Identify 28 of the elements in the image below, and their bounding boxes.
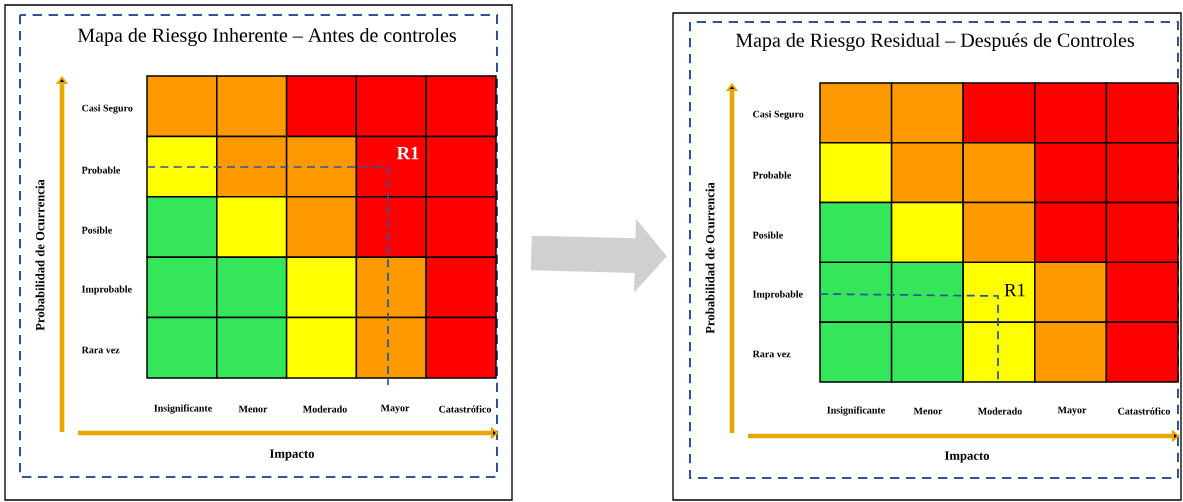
row-label: Improbable (752, 290, 803, 300)
row-label: Casi Seguro (82, 104, 133, 114)
column-label: Catastrófico (439, 405, 491, 413)
risk-marker: R1 (396, 146, 419, 160)
panel-title: Mapa de Riesgo Inherente – Antes de controles (77, 27, 456, 47)
column-label: Menor (238, 405, 268, 413)
axis-title: Impacto (944, 451, 990, 463)
row-label: Rara vez (81, 346, 120, 354)
column-label: Moderado (302, 405, 347, 413)
row-label: Improbable (81, 285, 132, 295)
column-label: Insignificante (154, 404, 212, 414)
axis-title: Impacto (269, 449, 315, 461)
panel-title: Mapa de Riesgo Residual – Después de Controles (735, 32, 1134, 52)
row-label: Rara vez (752, 350, 791, 358)
axis-title: Probabilidad de Ocurrencia (705, 182, 715, 334)
risk-marker: R1 (1004, 283, 1025, 297)
column-label: Catastrófico (1118, 407, 1170, 415)
column-label: Moderado (977, 407, 1022, 415)
axis-title: Probabilidad de Ocurrencia (35, 179, 45, 331)
row-label: Probable (81, 166, 121, 174)
column-label: Insignificante (827, 406, 885, 416)
row-label: Casi Seguro (753, 110, 804, 120)
row-label: Posible (752, 231, 783, 239)
column-label: Mayor (380, 404, 410, 414)
column-label: Menor (913, 407, 943, 415)
row-label: Posible (81, 226, 112, 234)
column-label: Mayor (1057, 406, 1087, 416)
row-label: Probable (752, 171, 792, 179)
